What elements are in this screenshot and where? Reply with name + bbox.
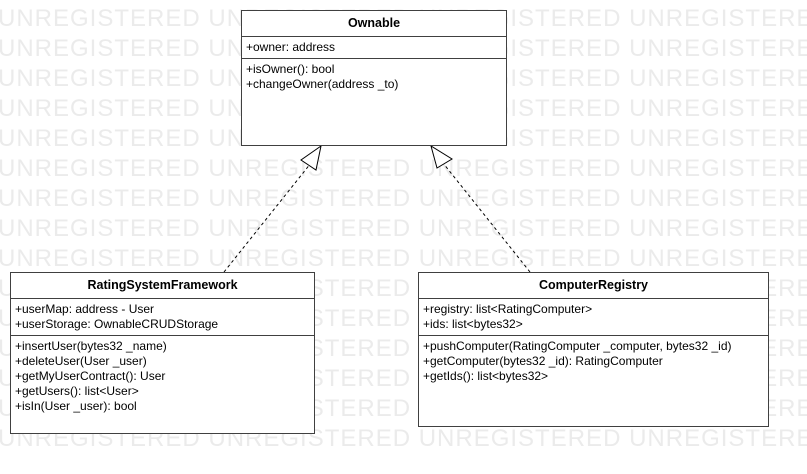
method: +deleteUser(User _user) bbox=[15, 354, 147, 368]
attributes-section: +owner: address bbox=[242, 37, 506, 59]
method: +getComputer(bytes32 _id): RatingCompute… bbox=[423, 354, 663, 368]
method: +getIds(): list<bytes32> bbox=[423, 369, 549, 383]
method: +isIn(User _user): bool bbox=[15, 399, 137, 413]
attributes-section: +registry: list<RatingComputer> +ids: li… bbox=[419, 299, 768, 336]
attribute: +userMap: address - User bbox=[15, 302, 155, 316]
class-rating-system-framework[interactable]: RatingSystemFramework +userMap: address … bbox=[10, 272, 315, 434]
arrowhead-rating-icon bbox=[300, 144, 322, 171]
attribute: +userStorage: OwnableCRUDStorage bbox=[15, 317, 219, 331]
class-title: RatingSystemFramework bbox=[11, 273, 314, 299]
method: +pushComputer(RatingComputer _computer, … bbox=[423, 339, 732, 353]
attribute: +ids: list<bytes32> bbox=[423, 317, 523, 331]
method: +insertUser(bytes32 _name) bbox=[15, 339, 167, 353]
class-title: Ownable bbox=[242, 11, 506, 37]
attribute: +owner: address bbox=[246, 40, 336, 54]
class-ownable[interactable]: Ownable +owner: address +isOwner(): bool… bbox=[241, 10, 507, 146]
class-title: ComputerRegistry bbox=[419, 273, 768, 299]
attributes-section: +userMap: address - User +userStorage: O… bbox=[11, 299, 314, 336]
method: +getUsers(): list<User> bbox=[15, 384, 139, 398]
arrowhead-computer-icon bbox=[430, 144, 453, 169]
methods-section: +isOwner(): bool +changeOwner(address _t… bbox=[242, 59, 506, 95]
realization-edge-rating[interactable] bbox=[223, 162, 312, 273]
method: +changeOwner(address _to) bbox=[246, 77, 399, 91]
method: +isOwner(): bool bbox=[246, 62, 335, 76]
class-computer-registry[interactable]: ComputerRegistry +registry: list<RatingC… bbox=[418, 272, 769, 427]
method: +getMyUserContract(): User bbox=[15, 369, 166, 383]
methods-section: +pushComputer(RatingComputer _computer, … bbox=[419, 336, 768, 387]
methods-section: +insertUser(bytes32 _name) +deleteUser(U… bbox=[11, 336, 314, 417]
realization-edge-computer[interactable] bbox=[442, 162, 531, 273]
attribute: +registry: list<RatingComputer> bbox=[423, 302, 593, 316]
